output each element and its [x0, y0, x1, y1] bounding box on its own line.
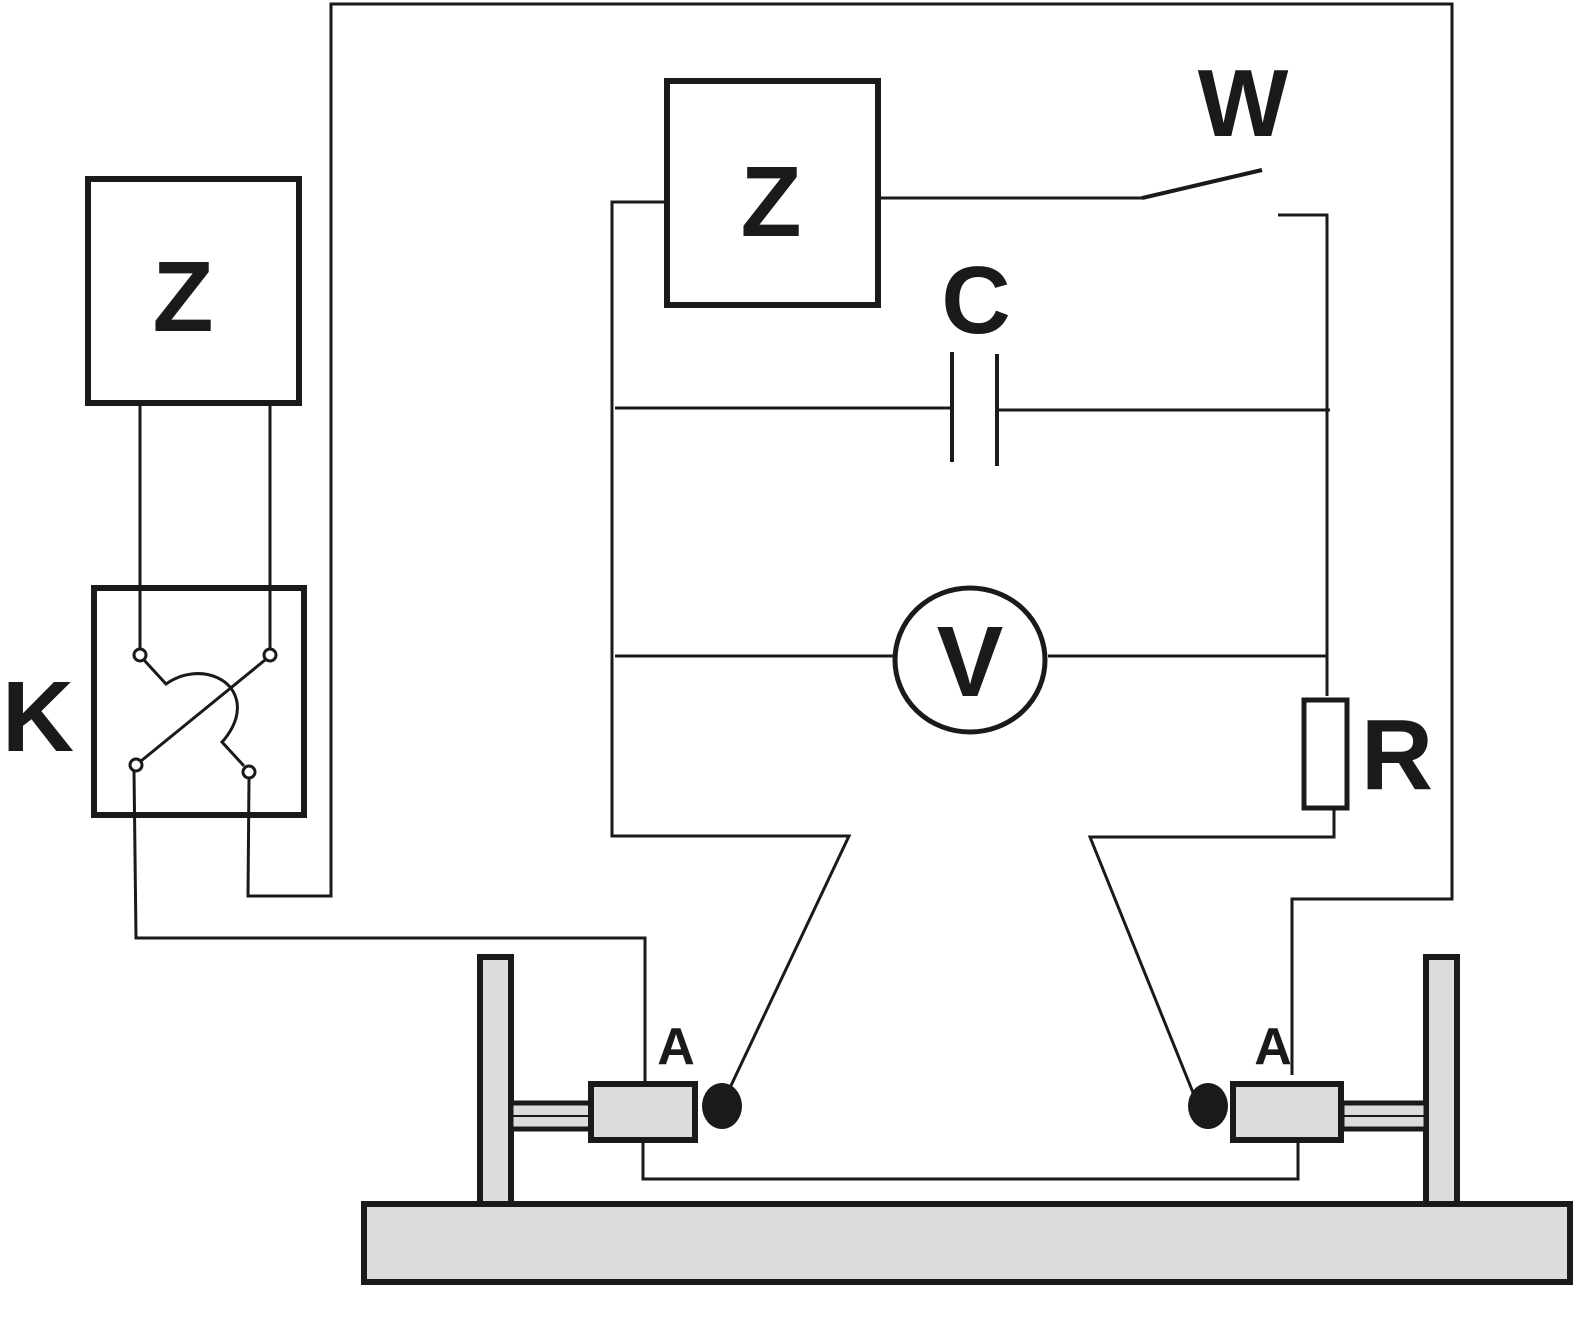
voltmeter-circle: [892, 585, 1048, 735]
wire-a-link: [641, 1138, 1300, 1181]
label-v: V: [937, 606, 1004, 718]
holder-a-left: [588, 1081, 698, 1143]
electrode-right: [1188, 1083, 1228, 1129]
base-plate: [361, 1201, 1573, 1285]
k-terminal-top-left: [132, 647, 148, 663]
wire-switch-to-right-bus: [1278, 213, 1329, 696]
wire-left-bus: [610, 200, 852, 1095]
resistor-r: [1301, 697, 1350, 811]
k-terminal-bottom-left: [128, 757, 144, 773]
wire-resistor-to-right-electrode: [1087, 810, 1336, 1096]
label-a-right: A: [1254, 1018, 1292, 1076]
post-left: [477, 954, 514, 1207]
k-cross-path-a: [142, 658, 246, 768]
label-w: W: [1198, 50, 1289, 157]
z-box-top: [664, 78, 881, 308]
label-z-left: Z: [152, 241, 213, 353]
label-z-top: Z: [740, 146, 801, 258]
k-cross-path-b: [140, 658, 266, 763]
switch-w-blade: [1141, 168, 1263, 200]
label-c: C: [941, 247, 1010, 354]
wire-k-to-outer-loop: [246, 2, 1454, 1075]
wire-k-to-left-clamp: [132, 770, 647, 1082]
label-a-left: A: [657, 1018, 695, 1076]
k-terminal-top-right: [262, 647, 278, 663]
k-switch-box: [91, 585, 307, 818]
k-terminal-bottom-right: [241, 764, 257, 780]
holder-a-right: [1230, 1081, 1344, 1143]
label-r: R: [1361, 699, 1433, 811]
z-box-left: [85, 176, 302, 406]
post-right: [1423, 954, 1460, 1207]
label-k: K: [2, 661, 74, 773]
electrode-left: [702, 1083, 742, 1129]
